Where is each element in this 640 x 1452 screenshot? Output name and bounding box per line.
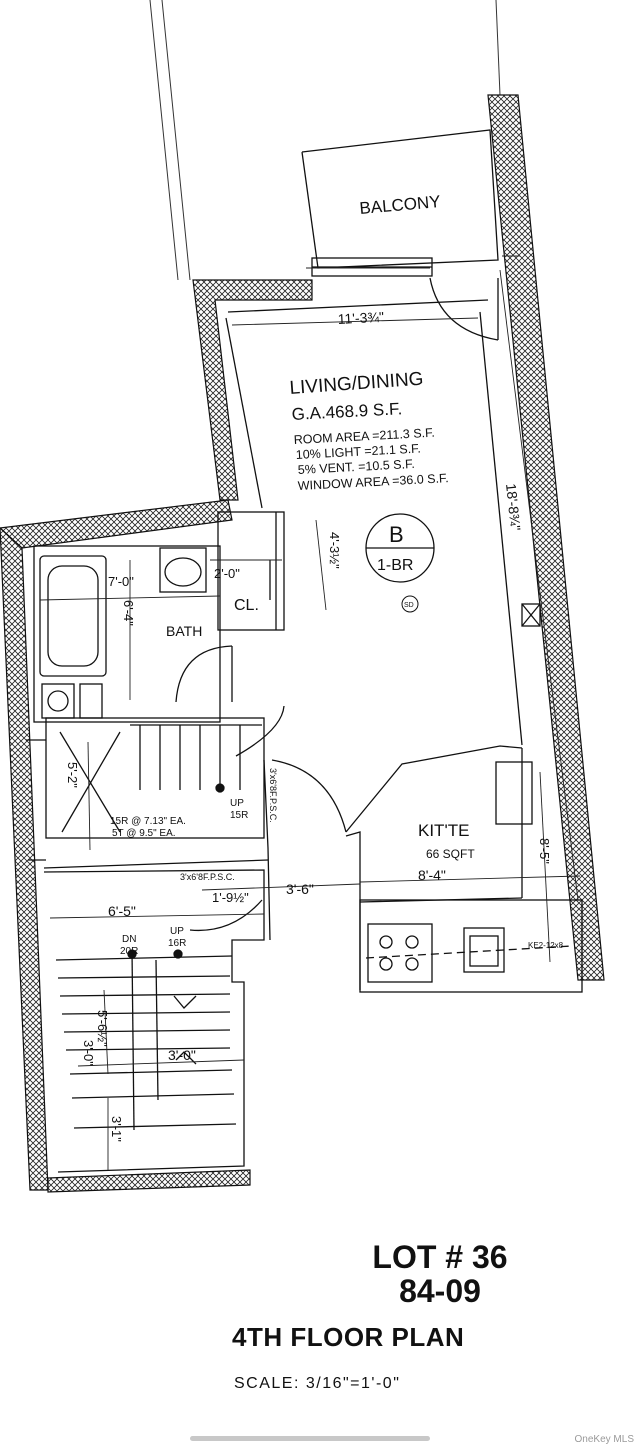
- stair-dn-label: DN: [122, 934, 136, 945]
- unit-letter: B: [389, 522, 404, 547]
- dimension-lines: [39, 255, 581, 1170]
- closet-width-dim: 2'-0": [214, 566, 240, 581]
- upper-stair: [45, 717, 265, 839]
- closet-label: CL.: [234, 597, 259, 614]
- gross-area-note: G.A.468.9 S.F.: [291, 399, 402, 424]
- unit-tag: [365, 513, 435, 583]
- mid-left-exterior-wall: [0, 499, 233, 549]
- light-note: 10% LIGHT =21.1 S.F.: [295, 441, 421, 462]
- kitchen-counter-note: KE2-12x8: [528, 941, 564, 950]
- kitchen-depth-dim: 8'-5": [537, 838, 552, 864]
- stair-up-upper-count: 15R: [230, 810, 248, 821]
- bathtub: [39, 555, 107, 677]
- stair-dn-count: 20R: [120, 946, 138, 957]
- vent-note: 5% VENT. =10.5 S.F.: [297, 457, 415, 477]
- living-length-dim: 18'-8¾": [503, 483, 524, 532]
- living-dining-label: LIVING/DINING: [289, 369, 424, 399]
- bath-width-dim: 7'-0": [108, 574, 134, 589]
- hall-width-dim: 6'-5": [108, 903, 136, 919]
- right-exterior-wall: [487, 94, 605, 981]
- closet-outline: [217, 511, 285, 631]
- stair-up-upper: UP: [230, 798, 244, 809]
- kitchen-width-dim: 8'-4": [418, 867, 446, 883]
- bottom-exterior-wall: [47, 1169, 251, 1193]
- upper-left-exterior-wall: [192, 279, 313, 501]
- kitchen-sink: [463, 927, 505, 973]
- stair-up-lower: UP: [170, 926, 184, 937]
- bath-label: BATH: [166, 623, 202, 639]
- door-gap-dim: 1'-9½": [212, 890, 249, 905]
- stair-landing-b-dim: 3'-0": [168, 1047, 196, 1063]
- stair-up-lower-count: 16R: [168, 938, 186, 949]
- stair-short-dim: 5'-2": [65, 762, 80, 788]
- lot-code: 84-09: [399, 1273, 481, 1309]
- stair-landing-dim: 3'-0": [81, 1040, 96, 1066]
- door-spec-horizontal: 3'x6'8F.P.S.C.: [180, 872, 235, 882]
- toilet: [159, 547, 207, 593]
- range: [367, 923, 433, 983]
- closet-depth-dim: 4'-3½": [327, 532, 342, 569]
- sink: [41, 683, 75, 719]
- smoke-detector-symbol: [401, 595, 419, 613]
- plan-scale: SCALE: 3/16"=1'-0": [234, 1375, 401, 1392]
- balcony-outline: [301, 129, 499, 269]
- smoke-detector-label: SD: [404, 602, 414, 609]
- fridge: [495, 761, 533, 825]
- lower-stair-outline: [43, 869, 265, 1173]
- plan-labels: BALCONY 11'-3¾" LIVING/DINING G.A.468.9 …: [65, 192, 564, 1142]
- kitchenette-area: 66 SQFT: [426, 847, 475, 861]
- left-exterior-wall: [0, 527, 49, 1191]
- stair-run-dim: 5'-6½": [95, 1010, 110, 1047]
- plan-title: 4TH FLOOR PLAN: [232, 1322, 465, 1352]
- bath-outline: [33, 545, 221, 723]
- bath-depth-dim: 6'-4": [121, 600, 136, 626]
- stair-bottom-dim: 3'-1": [109, 1116, 124, 1142]
- kitchenette-outline: [359, 899, 583, 993]
- door-spec-vertical: 3'x6'8F.P.S.C.: [268, 768, 278, 823]
- balcony-width-dim: 11'-3¾": [337, 309, 384, 327]
- property-lines: [149, 0, 501, 281]
- stair-risers-note: 15R @ 7.13" EA.: [110, 816, 186, 827]
- unit-type: 1-BR: [377, 557, 413, 574]
- watermark: OneKey MLS: [574, 1434, 634, 1445]
- balcony-label: BALCONY: [359, 192, 442, 218]
- home-indicator[interactable]: [190, 1436, 430, 1441]
- floor-plan-drawing: BALCONY 11'-3¾" LIVING/DINING G.A.468.9 …: [0, 0, 605, 1193]
- stair-treads-note: 5T @ 9.5" EA.: [112, 828, 176, 839]
- lot-label: LOT # 36 84-09: [360, 1240, 520, 1308]
- kitchenette-label: KIT'TE: [418, 821, 469, 840]
- lot-number: LOT # 36: [372, 1239, 508, 1275]
- vent-box: [521, 603, 541, 627]
- door-width-dim: 3'-6": [286, 881, 314, 897]
- interior-walls: [26, 129, 583, 1173]
- exterior-walls: [0, 94, 605, 1193]
